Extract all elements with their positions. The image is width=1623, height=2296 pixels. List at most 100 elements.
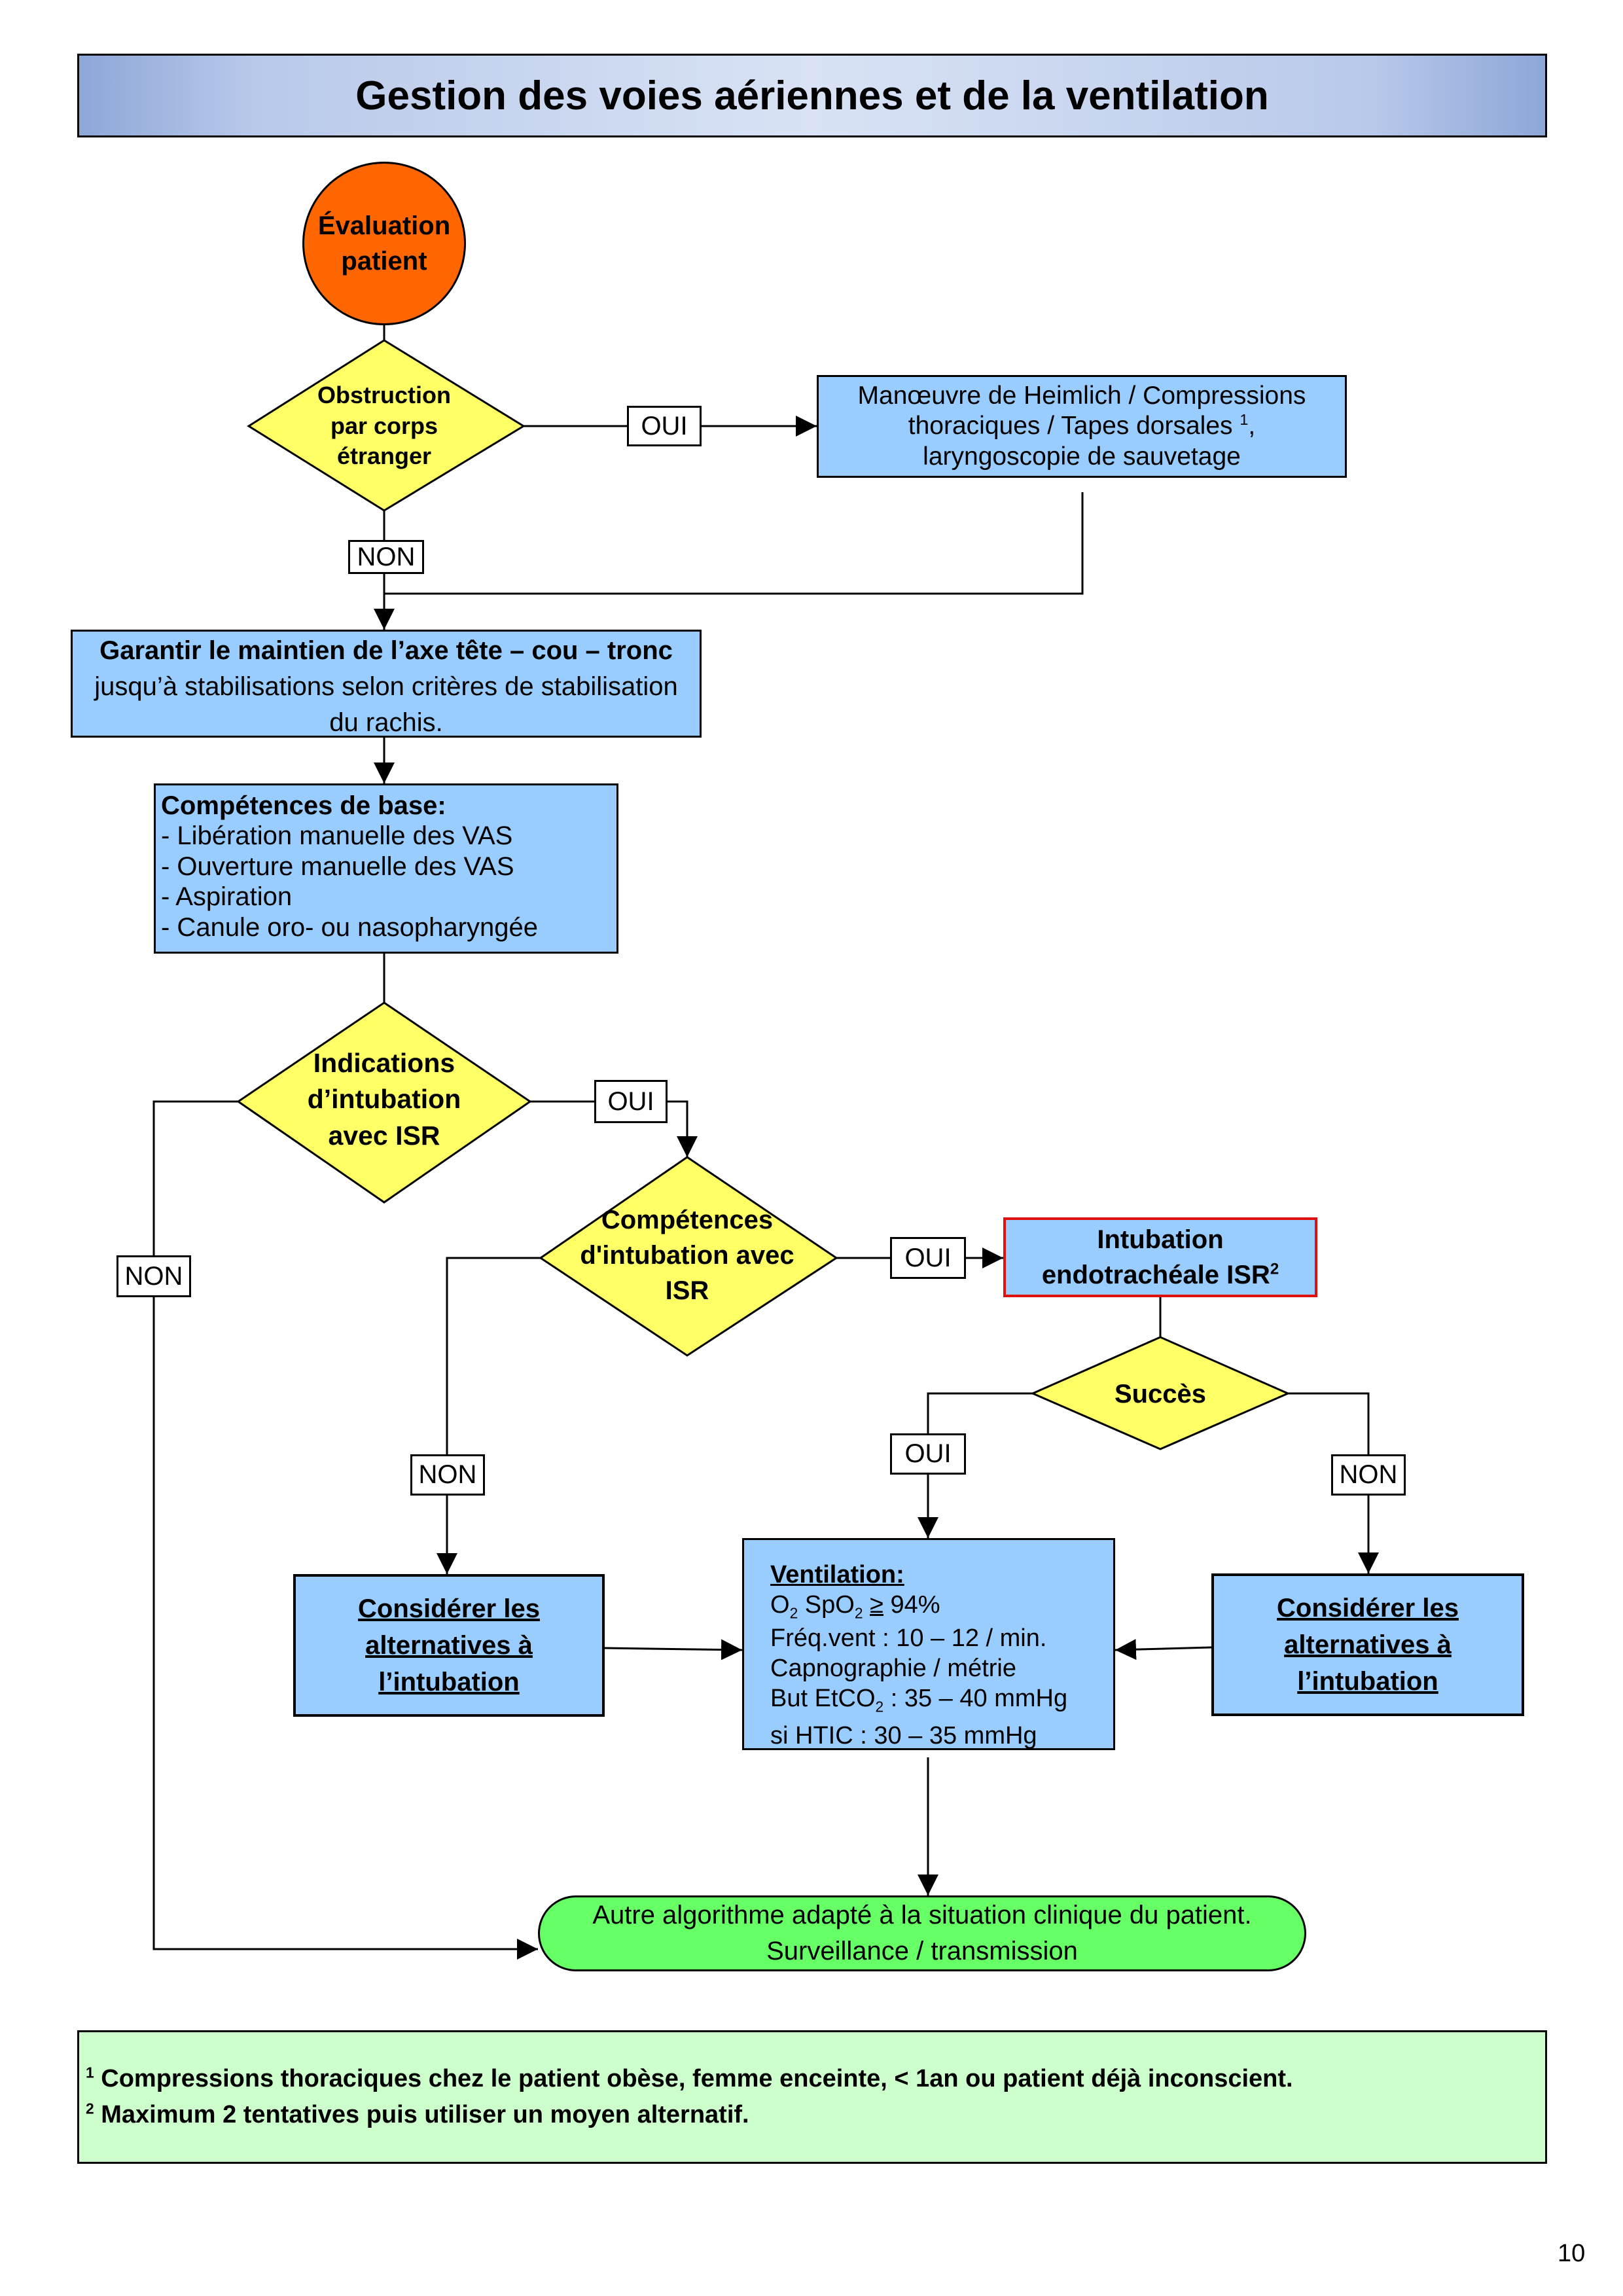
label-non-obstruction: NON bbox=[348, 540, 424, 574]
label-text: OUI bbox=[904, 1243, 952, 1272]
o2-text: O bbox=[770, 1591, 790, 1619]
title-text: Gestion des voies aériennes et de la ven… bbox=[355, 73, 1269, 118]
alt-right-line2: alternatives à bbox=[1284, 1630, 1452, 1659]
ventilation-line-htic: si HTIC : 30 – 35 mmHg bbox=[770, 1721, 1037, 1749]
arrow-left-alt-to-ventilation bbox=[604, 1639, 743, 1660]
ventilation-line-capno: Capnographie / métrie bbox=[770, 1655, 1016, 1683]
ventilation-line-etco2: But EtCO2 : 35 – 40 mmHg bbox=[770, 1683, 1067, 1716]
footnote-ref-2: 2 bbox=[1270, 1260, 1279, 1278]
etco2-sub: 2 bbox=[875, 1698, 884, 1716]
ventilation-line-freq: Fréq.vent : 10 – 12 / min. bbox=[770, 1624, 1047, 1652]
decision-obstruction: Obstruction par corps étranger bbox=[275, 373, 493, 479]
heimlich-line2: thoraciques / Tapes dorsales 1, bbox=[908, 411, 1255, 441]
alt-right-line1: Considérer les bbox=[1277, 1594, 1459, 1623]
competences-line2: d'intubation avec bbox=[580, 1241, 794, 1270]
decision-obstruction-shape bbox=[247, 339, 526, 512]
etco2-value: : 35 – 40 mmHg bbox=[883, 1685, 1068, 1713]
decision-indications-shape bbox=[236, 1001, 532, 1204]
axe-line1: Garantir le maintien de l’axe tête – cou… bbox=[99, 636, 673, 665]
decision-indications: Indications d’intubation avec ISR bbox=[262, 1034, 507, 1165]
box-ventilation: Ventilation: O2 SpO2 ≥ 94% Fréq.vent : 1… bbox=[742, 1538, 1115, 1750]
label-oui-competences: OUI bbox=[890, 1237, 966, 1279]
obstruction-line1: Obstruction bbox=[317, 381, 451, 408]
label-text: OUI bbox=[904, 1439, 952, 1468]
label-text: OUI bbox=[607, 1086, 654, 1116]
label-oui-succes: OUI bbox=[890, 1433, 966, 1475]
footnote-1-text: Compressions thoraciques chez le patient… bbox=[94, 2064, 1293, 2092]
arrow-to-competences-intubation bbox=[668, 1100, 698, 1157]
o2-sub: 2 bbox=[789, 1604, 798, 1622]
start-line1: Évaluation bbox=[317, 211, 451, 240]
footnote-2-number: 2 bbox=[86, 2100, 94, 2117]
connector-succes-non bbox=[1288, 1392, 1370, 1454]
heimlich-line2-text: thoraciques / Tapes dorsales bbox=[908, 412, 1233, 440]
footnote-1-number: 1 bbox=[86, 2064, 94, 2081]
alt-left-line1: Considérer les bbox=[358, 1594, 540, 1623]
start-node-evaluation: Évaluation patient bbox=[302, 162, 466, 325]
ventilation-line-o2: O2 SpO2 ≥ 94% bbox=[770, 1590, 940, 1623]
heimlich-line1: Manœuvre de Heimlich / Compressions bbox=[857, 382, 1306, 410]
label-text: NON bbox=[357, 542, 416, 571]
heimlich-line2-comma: , bbox=[1248, 412, 1256, 440]
obstruction-line3: étranger bbox=[336, 442, 432, 470]
competences-line3: ISR bbox=[665, 1276, 709, 1305]
indications-line3: avec ISR bbox=[328, 1120, 440, 1151]
decision-competences-intubation: Compétences d'intubation avec ISR bbox=[556, 1190, 818, 1321]
intubation-line2: endotrachéale ISR2 bbox=[1042, 1257, 1279, 1293]
page-number: 10 bbox=[1558, 2240, 1586, 2267]
spo2-value: 94% bbox=[883, 1591, 940, 1619]
decision-succes-shape bbox=[1030, 1336, 1291, 1450]
decision-succes: Succès bbox=[1060, 1368, 1260, 1420]
ge-symbol: ≥ bbox=[870, 1591, 883, 1619]
alt-right-line3: l’intubation bbox=[1297, 1667, 1438, 1696]
label-non-competences: NON bbox=[410, 1454, 485, 1496]
connector-succes-oui bbox=[927, 1392, 1033, 1433]
box-alternatives-left: Considérer les alternatives à l’intubati… bbox=[293, 1574, 605, 1717]
competences-base-heading: Compétences de base: bbox=[161, 791, 446, 820]
connector-indications-non bbox=[152, 1100, 238, 1255]
label-text: OUI bbox=[641, 411, 688, 440]
arrow-right-alt-to-ventilation bbox=[1115, 1639, 1212, 1660]
competences-base-item: - Canule oro- ou nasopharyngée bbox=[161, 912, 538, 942]
competences-base-item: - Libération manuelle des VAS bbox=[161, 821, 513, 851]
page-title: Gestion des voies aériennes et de la ven… bbox=[77, 54, 1547, 137]
competences-base-item: - Ouverture manuelle des VAS bbox=[161, 852, 514, 881]
label-text: NON bbox=[1339, 1460, 1398, 1489]
start-line2: patient bbox=[341, 247, 427, 276]
connector-heimlich-return bbox=[384, 492, 1084, 595]
footnotes-box: 1 Compressions thoraciques chez le patie… bbox=[77, 2030, 1547, 2164]
intubation-line1: Intubation bbox=[1097, 1225, 1224, 1254]
spo2-sub: 2 bbox=[854, 1604, 863, 1622]
footnote-2-text: Maximum 2 tentatives puis utiliser un mo… bbox=[94, 2101, 749, 2128]
footnote-ref-1: 1 bbox=[1240, 411, 1249, 429]
box-competences-base: Compétences de base: - Libération manuel… bbox=[154, 783, 618, 954]
box-intubation-isr: Intubation endotrachéale ISR2 bbox=[1003, 1217, 1317, 1297]
alt-left-line3: l’intubation bbox=[378, 1668, 520, 1696]
indications-line1: Indications bbox=[313, 1047, 455, 1078]
decision-competences-shape bbox=[539, 1156, 838, 1357]
axe-line3: du rachis. bbox=[329, 708, 443, 738]
obstruction-line2: par corps bbox=[330, 412, 438, 439]
ventilation-heading: Ventilation: bbox=[770, 1561, 904, 1588]
spo2-text: SpO bbox=[798, 1591, 855, 1619]
competences-base-item: - Aspiration bbox=[161, 882, 293, 912]
label-oui-obstruction: OUI bbox=[627, 406, 702, 446]
box-heimlich: Manœuvre de Heimlich / Compressions thor… bbox=[817, 375, 1347, 478]
label-non-indications: NON bbox=[116, 1255, 191, 1297]
label-text: NON bbox=[124, 1261, 183, 1291]
heimlich-line3: laryngoscopie de sauvetage bbox=[923, 442, 1241, 471]
label-text: NON bbox=[418, 1460, 477, 1489]
connector-competences-non bbox=[446, 1257, 541, 1454]
intubation-line2-text: endotrachéale ISR bbox=[1041, 1261, 1270, 1289]
end-node-autre-algorithme: Autre algorithme adapté à la situation c… bbox=[538, 1895, 1306, 1971]
footnote-1: 1 Compressions thoraciques chez le patie… bbox=[86, 2061, 1545, 2097]
axe-line2: jusqu’à stabilisations selon critères de… bbox=[94, 672, 678, 702]
end-line1: Autre algorithme adapté à la situation c… bbox=[592, 1900, 1252, 1929]
competences-line1: Compétences bbox=[601, 1206, 774, 1234]
indications-line2: d’intubation bbox=[307, 1084, 461, 1115]
label-oui-indications: OUI bbox=[594, 1080, 668, 1123]
box-axe: Garantir le maintien de l’axe tête – cou… bbox=[71, 630, 702, 738]
footnote-2: 2 Maximum 2 tentatives puis utiliser un … bbox=[86, 2097, 1545, 2133]
box-alternatives-right: Considérer les alternatives à l’intubati… bbox=[1211, 1573, 1524, 1716]
